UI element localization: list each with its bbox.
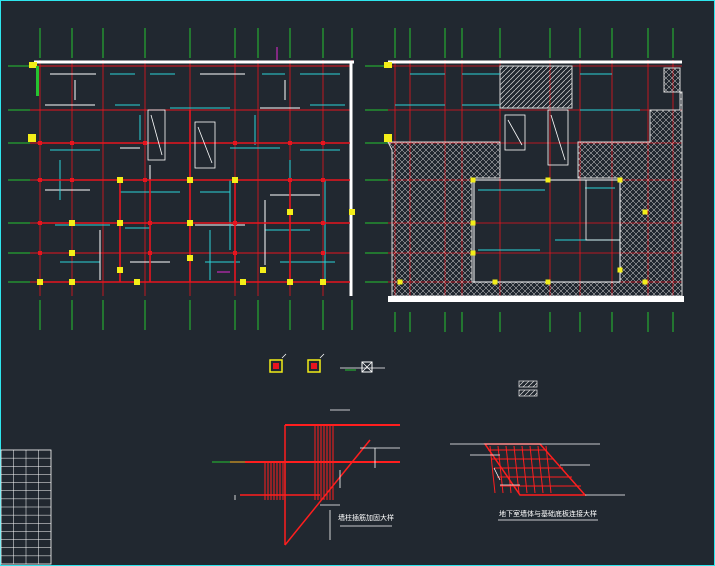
edge-marker (384, 134, 392, 142)
edge-marker (29, 62, 37, 68)
column (320, 279, 326, 285)
bottom-slab (388, 296, 684, 302)
right-floor-plan (365, 28, 684, 332)
detail-left-caption: 墙柱插筋加固大样 (338, 513, 394, 522)
column-red (143, 178, 147, 182)
column (470, 220, 476, 226)
column (470, 177, 476, 183)
column (240, 279, 246, 285)
column-red (38, 221, 42, 225)
column-red (38, 178, 42, 182)
column (349, 209, 355, 215)
edge-marker (36, 66, 39, 96)
column-red (148, 221, 152, 225)
column (617, 177, 623, 183)
legend-swatch (518, 389, 538, 397)
column-red (321, 178, 325, 182)
column-red (233, 221, 237, 225)
rebar-vertical (529, 445, 536, 494)
hatched-zone (387, 67, 683, 297)
column (642, 209, 648, 215)
leader (281, 353, 287, 359)
hatch-legend (518, 380, 538, 397)
stair-box (547, 109, 569, 166)
column (545, 177, 551, 183)
column (545, 279, 551, 285)
rebar-vertical (537, 445, 544, 494)
column-red (70, 178, 74, 182)
symbol-box (361, 361, 373, 373)
column (134, 279, 140, 285)
stair-box (147, 109, 166, 161)
column-red (148, 251, 152, 255)
column (37, 279, 43, 285)
column-symbol (307, 359, 321, 373)
column-red (321, 251, 325, 255)
column-symbol-core (273, 363, 279, 369)
column (287, 279, 293, 285)
column (642, 279, 648, 285)
stair-box (504, 114, 526, 151)
column-red (288, 141, 292, 145)
column-red (143, 141, 147, 145)
stair-box (194, 121, 216, 169)
column (69, 279, 75, 285)
column-symbol-core (311, 363, 317, 369)
column (287, 209, 293, 215)
leader (319, 353, 325, 359)
column (69, 220, 75, 226)
column (470, 250, 476, 256)
symbol-x (361, 361, 373, 373)
column-red (38, 251, 42, 255)
stair-line (550, 114, 566, 161)
column (117, 267, 123, 273)
column-symbol (269, 359, 283, 373)
rebar-vertical (521, 445, 528, 494)
column-red (38, 141, 42, 145)
column (117, 177, 123, 183)
edge-marker (384, 62, 392, 68)
column (69, 250, 75, 256)
rebar-vertical (545, 445, 552, 494)
rebar-detail-right (450, 443, 625, 521)
interior-room (585, 179, 621, 241)
column-red (321, 141, 325, 145)
rebar-detail-left (212, 409, 400, 546)
column (187, 177, 193, 183)
stair-line (507, 119, 523, 146)
legend-swatch (518, 380, 538, 388)
column-red (70, 141, 74, 145)
column (117, 220, 123, 226)
column-red (233, 141, 237, 145)
column (617, 267, 623, 273)
left-floor-plan (8, 28, 355, 330)
column-symbols (269, 353, 385, 373)
column (187, 220, 193, 226)
leader (493, 467, 501, 481)
detail-right-caption: 地下室墙体与基础底板连接大样 (499, 509, 597, 518)
title-block-table (0, 449, 52, 565)
interior-room (473, 179, 621, 283)
column (260, 267, 266, 273)
column-red (288, 178, 292, 182)
column-red (233, 251, 237, 255)
column-red (321, 221, 325, 225)
stair-line (197, 126, 213, 164)
column (492, 279, 498, 285)
hatched-stair-zone (499, 65, 573, 109)
column (232, 177, 238, 183)
stair-line (150, 114, 163, 156)
column (187, 255, 193, 261)
rebar-vertical (489, 445, 496, 494)
edge-marker (28, 134, 36, 142)
column (397, 279, 403, 285)
